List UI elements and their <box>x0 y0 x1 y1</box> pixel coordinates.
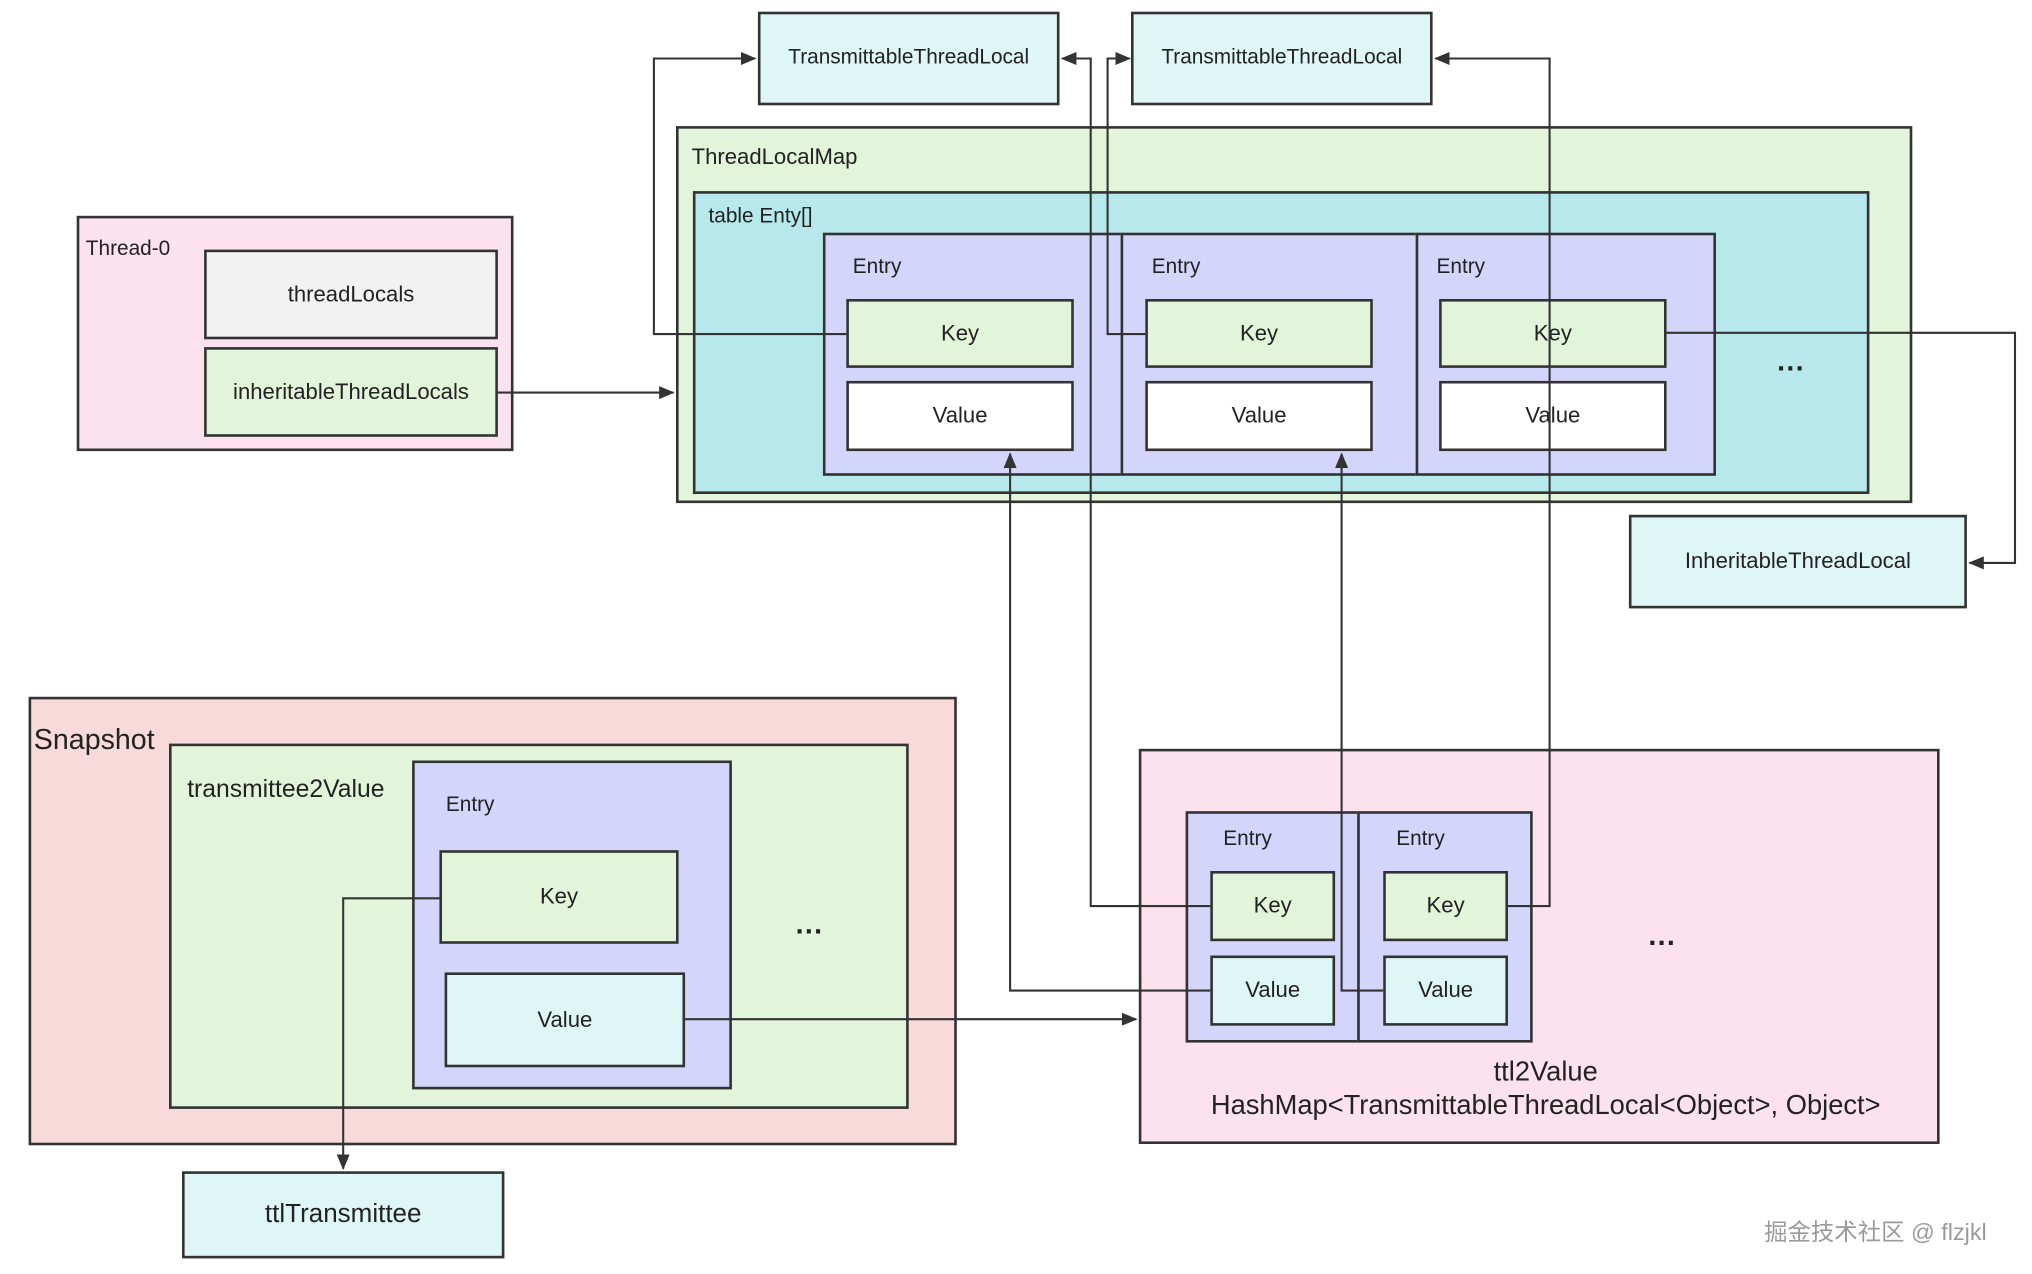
entry-value: Value <box>846 380 1074 452</box>
ttl-transmittee-box: ttlTransmittee <box>182 1171 505 1259</box>
key-label: Key <box>1533 320 1572 346</box>
key2-to-ttl1-arrow <box>1106 51 1146 336</box>
value-label: Value <box>537 1006 593 1032</box>
thread-0-label: Thread-0 <box>85 237 171 260</box>
transmittable-thread-local-label-2: TransmittableThreadLocal <box>1161 46 1403 69</box>
entry-label: Entry <box>1223 828 1272 851</box>
snapshot-entry-key: Key <box>439 850 679 944</box>
ellipsis-more-entries: ... <box>1648 919 1677 952</box>
inheritable-thread-local-label: InheritableThreadLocal <box>1684 548 1911 574</box>
inheritable-thread-local-box: InheritableThreadLocal <box>1628 514 1967 609</box>
entry-label: Entry <box>852 256 902 279</box>
transmittable-thread-local-box-1: TransmittableThreadLocal <box>757 11 1060 106</box>
key-label: Key <box>539 883 579 909</box>
ttl2value-key1-to-ttl1-arrow <box>1060 51 1211 908</box>
key3-to-inheritable-arrow <box>1666 331 2017 570</box>
key-label: Key <box>1253 893 1292 918</box>
thread-locals-label: threadLocals <box>287 281 415 307</box>
snapshot-key-to-ttl-transmittee-arrow <box>336 897 440 1170</box>
watermark: 掘金技术社区 @ flzjkl <box>1764 1219 1987 1246</box>
transmittable-thread-local-label-1: TransmittableThreadLocal <box>788 46 1030 69</box>
value-label: Value <box>1231 403 1287 428</box>
ttl2value-entry-value: Value <box>1383 955 1508 1026</box>
key-label: Key <box>1239 320 1279 346</box>
entry-value: Value <box>1439 380 1667 452</box>
snapshot-entry-value: Value <box>444 972 686 1068</box>
table-entry-array-label: table Enty[] <box>708 205 813 228</box>
thread-local-map-label: ThreadLocalMap <box>691 144 858 169</box>
ttl2value-key2-to-ttl2-arrow <box>1433 51 1551 908</box>
ttl2value-name-label: ttl2Value <box>1493 1056 1598 1087</box>
inheritable-thread-locals-field: inheritableThreadLocals <box>204 347 498 437</box>
transmittable-thread-local-box-2: TransmittableThreadLocal <box>1131 11 1433 106</box>
inheritable-thread-locals-label: inheritableThreadLocals <box>233 378 469 404</box>
transmittee2value-label: transmittee2Value <box>187 776 385 804</box>
value-label: Value <box>1245 977 1301 1003</box>
ellipsis-more-entries: ... <box>1777 344 1805 378</box>
snapshot-label: Snapshot <box>33 722 155 756</box>
entry-label: Entry <box>1396 828 1445 851</box>
entry-key: Key <box>1439 299 1667 368</box>
ttl-transmittee-label: ttlTransmittee <box>264 1199 422 1229</box>
value-label: Value <box>1418 977 1474 1003</box>
ttl2value-entry-value: Value <box>1210 955 1336 1026</box>
entry-label: Entry <box>445 794 495 817</box>
entry-key: Key <box>1145 299 1373 368</box>
thread-locals-field: threadLocals <box>204 249 498 340</box>
entry-key: Key <box>846 299 1074 368</box>
ttl2value-value1-to-value1-arrow <box>1003 452 1211 992</box>
key-label: Key <box>940 320 980 346</box>
key1-to-ttl1-arrow <box>652 51 847 336</box>
value-label: Value <box>932 403 988 428</box>
ellipsis-more-entries: ... <box>795 907 824 940</box>
entry-label: Entry <box>1436 256 1486 279</box>
value-label: Value <box>1525 403 1581 428</box>
key-label: Key <box>1426 893 1465 918</box>
ttl2value-value2-to-value2-arrow <box>1335 452 1384 992</box>
ttl2value-type-label: HashMap<TransmittableThreadLocal<Object>… <box>1210 1090 1881 1121</box>
entry-value: Value <box>1145 380 1373 452</box>
ttl2value-entry-key: Key <box>1210 870 1336 942</box>
entry-label: Entry <box>1151 256 1201 279</box>
ttl2value-entry-key: Key <box>1383 870 1508 942</box>
